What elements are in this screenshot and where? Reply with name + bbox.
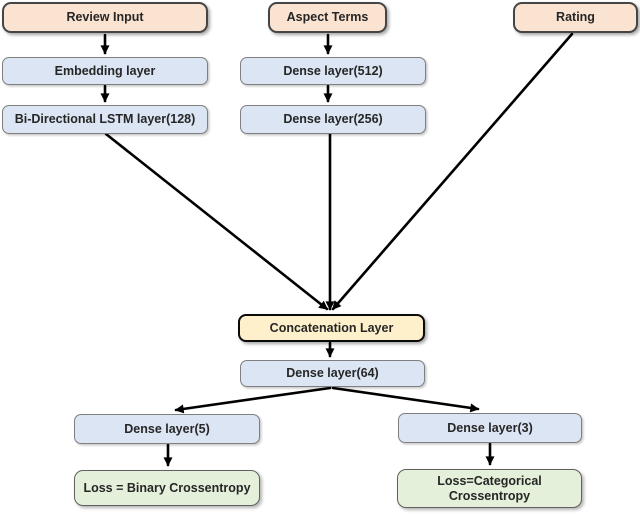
node-dense-layer-512: Dense layer(512) — [240, 57, 426, 85]
node-loss-binary-crossentropy: Loss = Binary Crossentropy — [74, 470, 260, 506]
node-dense-layer-3: Dense layer(3) — [398, 413, 582, 443]
node-loss-categorical-crossentropy: Loss=Categorical Crossentropy — [397, 469, 582, 508]
node-bidirectional-lstm-layer: Bi-Directional LSTM layer(128) — [2, 105, 208, 134]
node-embedding-layer: Embedding layer — [2, 57, 208, 85]
node-dense-layer-5: Dense layer(5) — [74, 414, 260, 444]
node-rating: Rating — [513, 2, 638, 33]
edge-dense64-to-dense5 — [174, 386, 332, 414]
node-review-input: Review Input — [2, 2, 208, 33]
edge-bilstm-to-concat — [104, 132, 329, 311]
node-dense-layer-256: Dense layer(256) — [240, 105, 426, 134]
node-concatenation-layer: Concatenation Layer — [238, 314, 425, 342]
node-dense-layer-64: Dense layer(64) — [240, 360, 425, 387]
edge-dense64-to-dense3 — [331, 386, 480, 413]
node-aspect-terms: Aspect Terms — [268, 2, 387, 33]
